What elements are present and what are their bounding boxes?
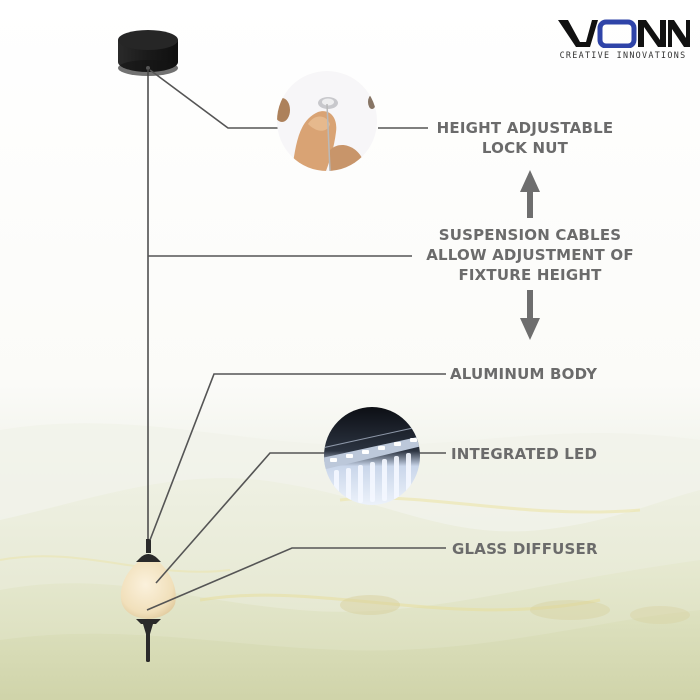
suspension-label-line-1: SUSPENSION CABLES <box>438 226 622 244</box>
lock-nut-inset <box>277 71 377 171</box>
suspension-label-line-3: FIXTURE HEIGHT <box>458 266 602 284</box>
aluminum-body-leader <box>149 373 446 541</box>
suspension-label-line-2: ALLOW ADJUSTMENT OF <box>426 246 634 264</box>
lock-nut-leader <box>149 69 278 129</box>
glass-diffuser-label: GLASS DIFFUSER <box>452 540 598 558</box>
integrated-led-label: INTEGRATED LED <box>451 445 598 463</box>
brand-tagline: CREATIVE INNOVATIONS <box>559 50 687 60</box>
glass-diffuser-leader <box>146 547 446 611</box>
suspension-label: SUSPENSION CABLES ALLOW ADJUSTMENT OF FI… <box>410 225 650 285</box>
integrated-led-leader <box>155 452 326 584</box>
lock-nut-label-line-1: HEIGHT ADJUSTABLE <box>436 119 614 137</box>
led-strip-inset <box>324 407 420 505</box>
brand-logo: CREATIVE INNOVATIONS <box>556 14 690 64</box>
lock-nut-label: HEIGHT ADJUSTABLE LOCK NUT <box>420 118 630 158</box>
up-arrow <box>520 170 540 218</box>
lock-nut-label-line-2: LOCK NUT <box>481 139 569 157</box>
down-arrow <box>520 290 540 340</box>
vonn-wordmark <box>558 19 690 49</box>
ceiling-canopy <box>118 30 178 76</box>
aluminum-body-label: ALUMINUM BODY <box>450 365 598 383</box>
